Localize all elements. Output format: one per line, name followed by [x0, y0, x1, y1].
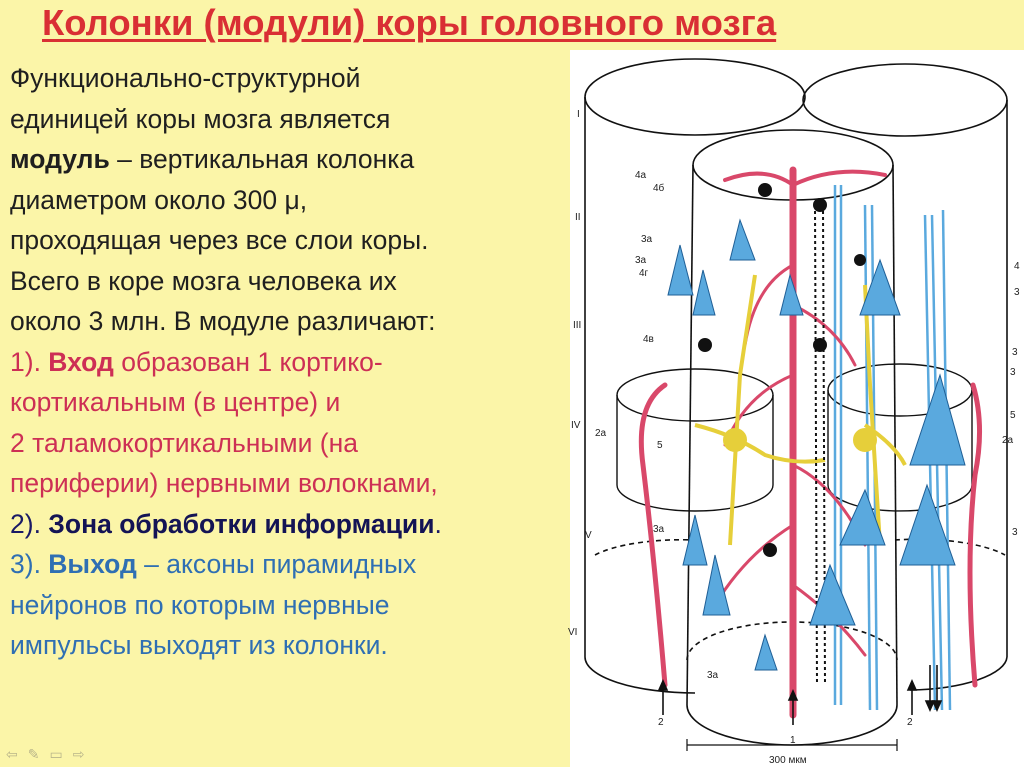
text-line: 2). Зона обработки информации.	[10, 504, 570, 545]
label-3: 3	[1014, 287, 1020, 298]
layer-label: IV	[571, 420, 581, 431]
text-line: 1). Вход образован 1 кортико-	[10, 342, 570, 383]
layer-label: I	[577, 109, 580, 120]
cortex-column-diagram: I II III IV V VI 4а 4б 3а 3а 4г 4в 2а 5 …	[568, 58, 1020, 766]
text-line: периферии) нервными волокнами,	[10, 468, 438, 498]
text-span: – аксоны пирамидных	[136, 549, 417, 579]
item-number: 3).	[10, 549, 49, 579]
text-line: Функционально-структурной	[10, 63, 361, 93]
text-line: единицей коры мозга является	[10, 103, 391, 134]
label-2: 2	[907, 717, 913, 728]
label-3a: 3а	[707, 670, 719, 681]
label-3a: 3а	[641, 234, 653, 245]
text-line: 3). Выход – аксоны пирамидных	[10, 544, 570, 585]
label-3: 3	[1012, 347, 1018, 358]
label-2a-right: 2а	[1002, 435, 1014, 446]
label-3: 3	[1010, 367, 1016, 378]
text-line: проходящая через все слои коры.	[10, 225, 429, 255]
description: Функционально-структурной единицей коры …	[10, 58, 570, 666]
scale-bar	[686, 739, 898, 751]
text-span: образован 1 кортико-	[113, 346, 383, 377]
center-column-cylinder	[594, 129, 1006, 746]
item-number: 2).	[10, 508, 49, 539]
yellow-thalamo-cortical-fibers	[694, 274, 907, 546]
dashed-fibers	[814, 204, 826, 686]
term-processing: Зона обработки информации	[48, 508, 435, 539]
arrow-right-icon[interactable]: ⇨	[72, 745, 85, 762]
text-line: Всего в коре мозга человека их	[10, 265, 397, 296]
stellate-cells	[698, 183, 866, 557]
menu-icon[interactable]: ▭	[49, 745, 63, 762]
text-line: модуль – вертикальная колонка	[10, 139, 570, 180]
layer-label: VI	[568, 627, 577, 638]
layer-label: V	[585, 530, 592, 541]
left-column-cylinder	[584, 58, 806, 694]
label-4: 4	[1014, 261, 1020, 272]
label-2: 2	[658, 717, 664, 728]
label-3a: 3а	[653, 524, 665, 535]
label-4b: 4б	[653, 182, 665, 194]
label-3: 3	[1012, 527, 1018, 538]
label-4a: 4а	[635, 170, 647, 181]
term-module: модуль	[10, 144, 110, 174]
term-input: Вход	[48, 346, 114, 377]
label-2a-left: 2а	[595, 428, 607, 439]
layer-label: II	[575, 212, 581, 223]
text-span: .	[434, 508, 442, 539]
label-3a: 3а	[635, 255, 647, 266]
label-4g: 4г	[639, 268, 649, 279]
label-5: 5	[1010, 410, 1016, 421]
layer-iv-left-cylinder	[616, 368, 774, 512]
title-bar	[0, 0, 1024, 50]
label-4v: 4в	[643, 334, 654, 345]
slide-navigation: ⇦ ✎ ▭ ⇨	[6, 744, 136, 764]
text-line: 2 таламокортикальными (на	[10, 427, 359, 458]
pyramidal-neurons	[667, 218, 966, 671]
label-5: 5	[657, 440, 663, 451]
scale-label: 300 мкм	[769, 755, 807, 766]
text-line: нейронов по которым нервные	[10, 589, 390, 620]
red-cortico-cortical-fibers	[638, 166, 982, 719]
slide-title: Колонки (модули) коры головного мозга	[42, 2, 777, 43]
text-span: – вертикальная колонка	[109, 144, 415, 174]
layer-label: III	[573, 320, 581, 331]
pencil-icon[interactable]: ✎	[27, 745, 40, 762]
arrow-left-icon[interactable]: ⇦	[6, 745, 18, 762]
text-line: кортикальным (в центре) и	[10, 387, 341, 417]
input-arrows	[657, 665, 943, 725]
label-1: 1	[790, 735, 796, 746]
text-line: импульсы выходят из колонки.	[10, 630, 388, 660]
text-line: диаметром около 300 μ,	[10, 184, 308, 215]
text-line: около 3 млн. В модуле различают:	[10, 306, 436, 336]
term-output: Выход	[48, 549, 137, 579]
item-number: 1).	[10, 346, 49, 377]
text-panel	[0, 50, 570, 767]
